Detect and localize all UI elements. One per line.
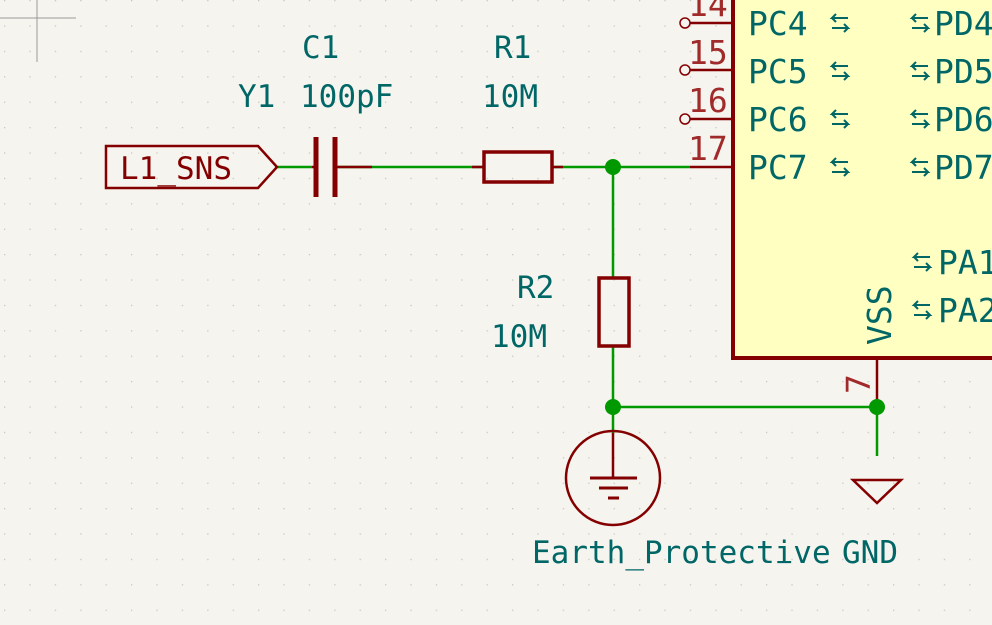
pin-name-pc4: PC4	[748, 4, 808, 43]
pin-number-17: 17	[688, 129, 728, 168]
pin-number-15: 15	[688, 33, 728, 72]
pin-name-pd4: PD4	[934, 4, 992, 43]
pin-name-pd5: PD5	[934, 52, 992, 91]
ic-body[interactable]	[731, 0, 992, 360]
pin-number-16: 16	[688, 81, 728, 120]
c1-reference: C1	[302, 30, 339, 66]
junction-dots	[605, 159, 885, 415]
pin-name-pc7: PC7	[748, 148, 808, 187]
capacitor-c1[interactable]	[312, 137, 372, 197]
r2-reference: R2	[517, 270, 554, 306]
c1-value: 100pF	[300, 79, 393, 115]
pin-number-14: 14	[688, 0, 728, 24]
pin-name-pd7: PD7	[934, 148, 992, 187]
gnd-label: GND	[842, 535, 898, 571]
r1-value: 10M	[482, 79, 538, 115]
pin-name-pc6: PC6	[748, 100, 808, 139]
r1-reference: R1	[494, 30, 531, 66]
cursor-crosshair-icon	[0, 0, 76, 62]
gnd-icon[interactable]	[849, 478, 905, 505]
earth-protective-label: Earth_Protective	[532, 535, 831, 571]
no-connect-marks	[679, 17, 691, 125]
hier-label-text: L1_SNS	[120, 151, 232, 187]
pin-name-vss: VSS	[860, 285, 899, 345]
bidir-arrow-icons-left	[829, 13, 851, 177]
pin-number-7: 7	[839, 374, 878, 394]
pin-name-pa2: PA2	[938, 291, 992, 330]
pin-name-pd6: PD6	[934, 100, 992, 139]
ic-left-pins	[690, 21, 733, 169]
pin-name-pa1: PA1	[938, 243, 992, 282]
hier-label-l1-sns[interactable]: L1_SNS	[104, 144, 279, 190]
pin-name-pc5: PC5	[748, 52, 808, 91]
earth-protective-icon[interactable]	[564, 429, 662, 527]
resistor-r2[interactable]	[597, 276, 631, 348]
bidir-arrow-icons-right	[909, 13, 933, 320]
r2-value: 10M	[491, 319, 547, 355]
c1-extra-label: Y1	[238, 79, 275, 115]
resistor-r1[interactable]	[472, 150, 563, 184]
